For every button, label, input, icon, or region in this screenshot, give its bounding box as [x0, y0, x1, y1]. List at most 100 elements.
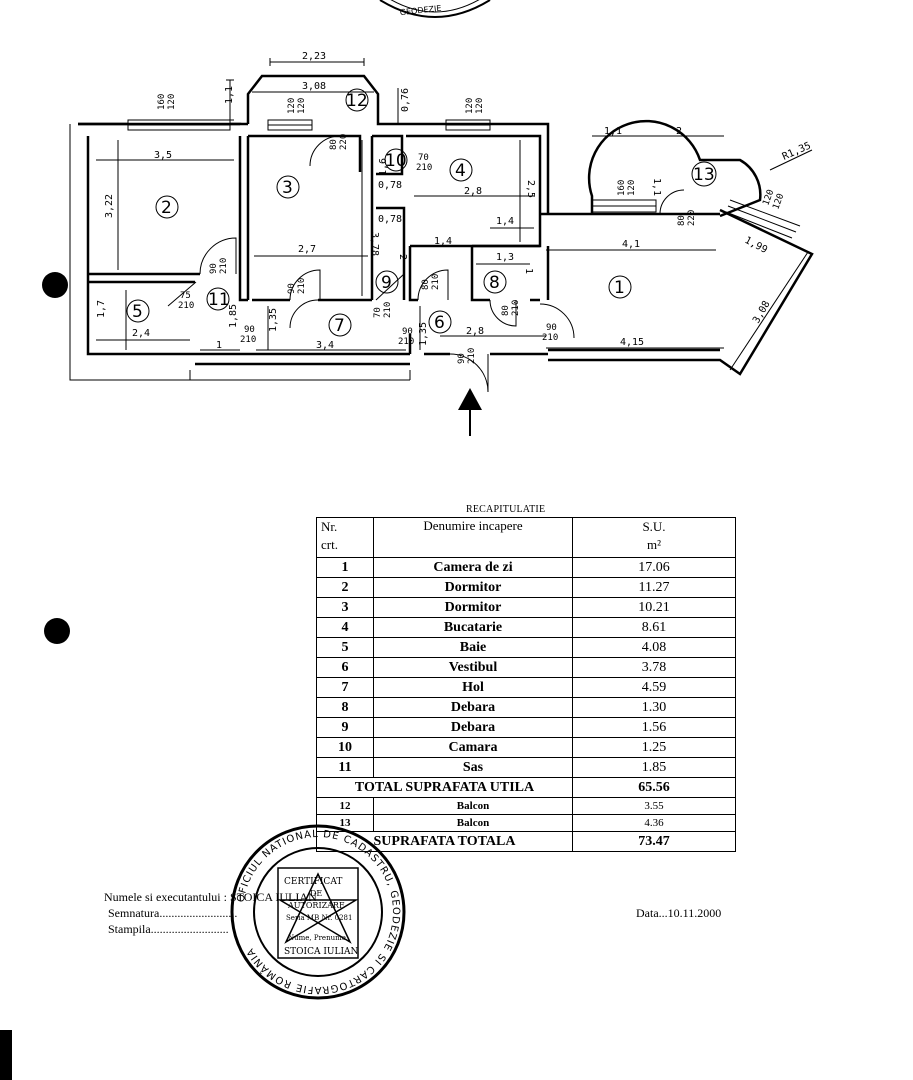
svg-text:3,22: 3,22: [104, 194, 115, 218]
svg-text:2,23: 2,23: [302, 51, 326, 62]
executant-line: Numele si executantului : STOICA IULIAN: [104, 890, 317, 904]
cell-nr: 8: [316, 697, 374, 718]
svg-text:75: 75: [180, 291, 191, 301]
svg-text:1,4: 1,4: [496, 216, 514, 227]
svg-text:210: 210: [178, 301, 194, 311]
entrance-arrow-icon: [458, 388, 482, 436]
svg-text:1,3: 1,3: [496, 252, 514, 263]
cell-su: 1.30: [572, 697, 736, 718]
svg-text:70: 70: [373, 307, 383, 318]
cell-nr: 4: [316, 617, 374, 638]
svg-text:0,76: 0,76: [400, 88, 411, 112]
windows: [127, 119, 801, 239]
cell-name: Balcon: [373, 797, 573, 815]
cell-name: Camera de zi: [373, 557, 573, 578]
room-number: 13: [693, 165, 715, 185]
svg-text:80: 80: [677, 215, 687, 226]
svg-text:Nume, Prenume: Nume, Prenume: [288, 934, 346, 942]
svg-text:1,85: 1,85: [228, 304, 239, 328]
binder-hole-mark: [42, 272, 68, 298]
svg-text:3,08: 3,08: [302, 81, 326, 92]
svg-text:210: 210: [431, 274, 441, 290]
opening-labels: 160 120 120 120 120 120 160 120 120 120 …: [157, 94, 786, 364]
dimension-lines: [96, 58, 813, 371]
room-number: 7: [334, 316, 345, 336]
cell-nr: 5: [316, 637, 374, 658]
svg-text:4,15: 4,15: [620, 337, 644, 348]
cell-nr: 10: [316, 737, 374, 758]
svg-text:160: 160: [157, 94, 167, 110]
svg-text:0,78: 0,78: [378, 180, 402, 191]
cell-nr: 9: [316, 717, 374, 738]
svg-text:120: 120: [475, 98, 485, 114]
room-number: 2: [161, 198, 172, 218]
svg-text:210: 210: [297, 278, 307, 294]
svg-text:120: 120: [465, 98, 475, 114]
svg-text:CERTIFICAT: CERTIFICAT: [284, 877, 342, 887]
svg-text:210: 210: [467, 348, 477, 364]
floor-plan: 1 2 3 4 5 6 7 8 9 10 11 12 13 2,23 3,08 …: [69, 51, 814, 436]
cell-nr: 6: [316, 657, 374, 678]
svg-text:3,78: 3,78: [369, 232, 380, 256]
svg-text:3,4: 3,4: [316, 340, 334, 351]
total-util-value: 65.56: [572, 777, 736, 798]
scan-edge-bar: [0, 1030, 12, 1080]
svg-text:90: 90: [209, 263, 219, 274]
cell-su: 11.27: [572, 577, 736, 598]
svg-text:3,08: 3,08: [751, 299, 773, 325]
room-number: 11: [208, 290, 230, 310]
svg-text:120: 120: [297, 98, 307, 114]
cell-nr: 11: [316, 757, 374, 778]
total-util-label: TOTAL SUPRAFATA UTILA: [316, 777, 573, 798]
svg-text:120: 120: [167, 94, 177, 110]
svg-text:4,1: 4,1: [622, 239, 640, 250]
cell-su: 4.59: [572, 677, 736, 698]
svg-text:2: 2: [397, 254, 408, 260]
svg-text:OFICIUL NATIONAL DE CADASTRU,: OFICIUL NATIONAL DE CADASTRU, GEODEZIE S…: [236, 829, 401, 995]
svg-text:DE: DE: [310, 889, 322, 898]
cell-su: 8.61: [572, 617, 736, 638]
svg-text:90: 90: [457, 353, 467, 364]
stamp-line: Stampila..........................: [108, 922, 229, 936]
cell-nr: 7: [316, 677, 374, 698]
svg-text:2,8: 2,8: [466, 326, 484, 337]
dimension-labels: 2,23 3,08 1,1 0,76 3,5 3,22 3,78 2,7 2,8…: [96, 51, 813, 351]
cell-name: Bucatarie: [373, 617, 573, 638]
svg-text:1,99: 1,99: [743, 235, 769, 256]
cell-su: 1.25: [572, 737, 736, 758]
cell-su: 4.36: [572, 814, 736, 832]
cell-name: Camara: [373, 737, 573, 758]
svg-text:90: 90: [402, 327, 413, 337]
cell-su: 1.56: [572, 717, 736, 738]
cell-nr: 3: [316, 597, 374, 618]
svg-text:2,5: 2,5: [525, 180, 536, 198]
door-swings: [167, 135, 685, 393]
svg-text:210: 210: [398, 337, 414, 347]
room-number: 10: [385, 151, 407, 171]
svg-text:1,1: 1,1: [604, 126, 622, 137]
svg-text:80: 80: [329, 139, 339, 150]
cell-su: 17.06: [572, 557, 736, 578]
cell-name: Baie: [373, 637, 573, 658]
svg-text:1: 1: [523, 268, 534, 274]
svg-text:1,1: 1,1: [651, 178, 662, 196]
svg-text:220: 220: [687, 210, 697, 226]
total-label: SUPRAFATA TOTALA: [316, 831, 573, 852]
svg-text:90: 90: [244, 325, 255, 335]
cell-name: Hol: [373, 677, 573, 698]
binder-hole-mark: [44, 618, 70, 644]
